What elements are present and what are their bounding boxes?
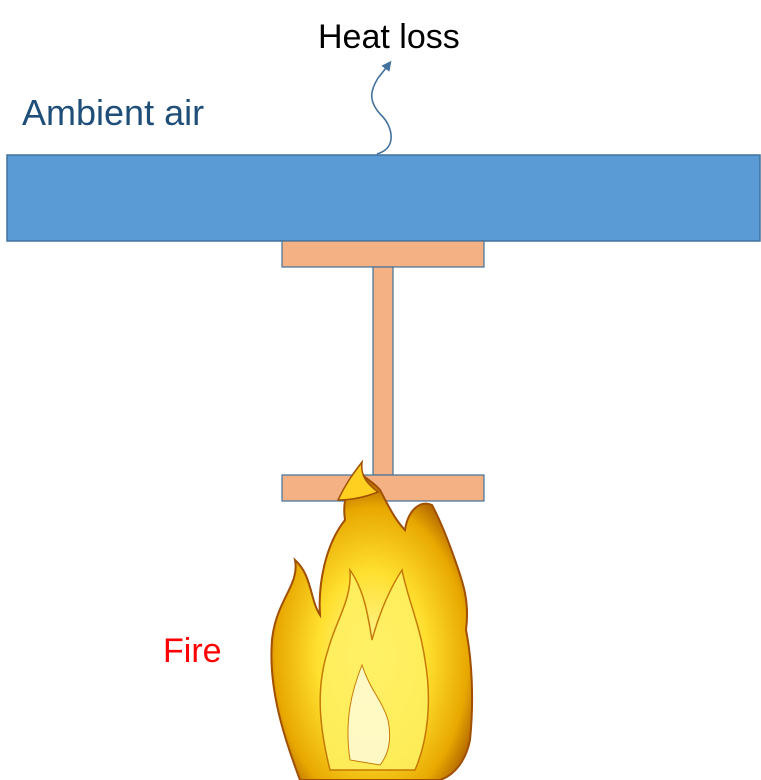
concrete-slab bbox=[6, 154, 761, 242]
fire-icon bbox=[270, 459, 474, 780]
beam-top-flange bbox=[281, 240, 485, 268]
heat-loss-label: Heat loss bbox=[318, 18, 460, 56]
ambient-air-label: Ambient air bbox=[22, 92, 205, 133]
heat-loss-arrow bbox=[370, 60, 392, 155]
beam-web bbox=[372, 266, 394, 476]
fire-label: Fire bbox=[163, 632, 222, 670]
